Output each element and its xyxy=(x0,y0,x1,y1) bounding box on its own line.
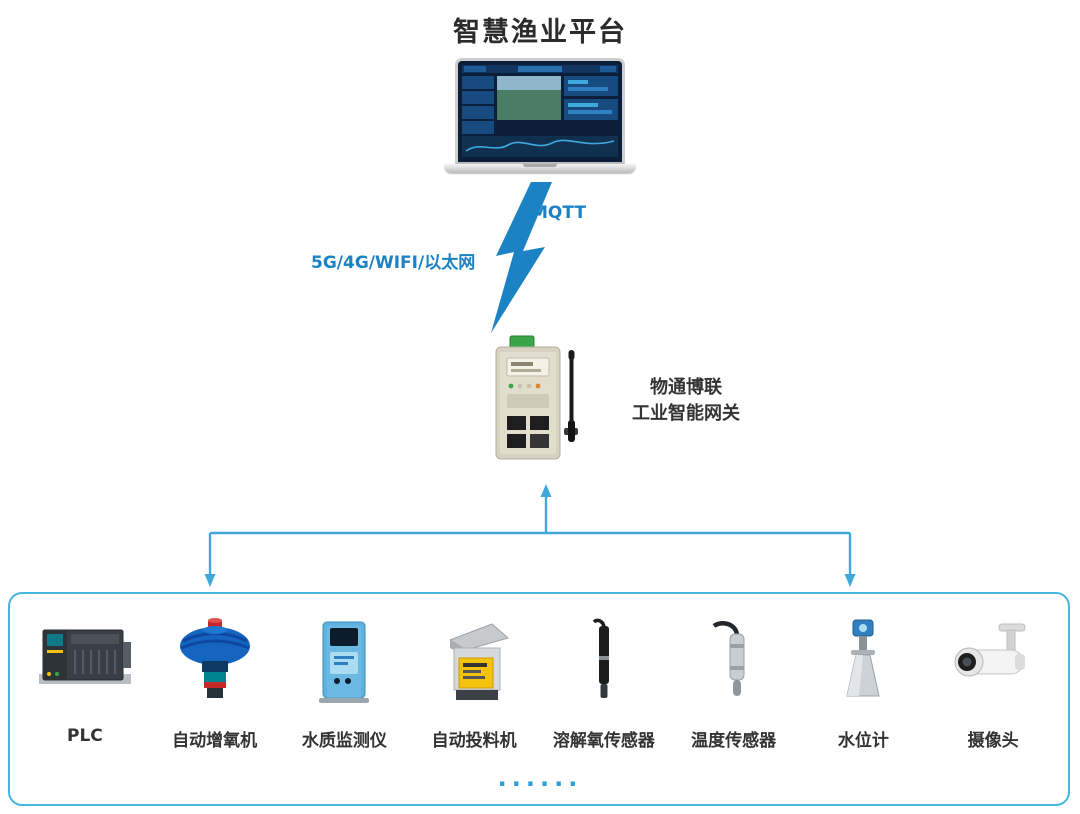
gateway-label-line1: 物通博联 xyxy=(650,377,722,398)
device-label: 温度传感器 xyxy=(691,731,777,751)
water-level-gauge-icon xyxy=(846,619,880,697)
device-item-auto-feeder: 自动投料机 xyxy=(412,608,536,751)
device-label: PLC xyxy=(66,726,103,746)
platform-laptop-image xyxy=(444,58,636,173)
device-item-camera: 摄像头 xyxy=(931,608,1055,751)
gateway-label: 物通博联 工业智能网关 xyxy=(596,375,776,427)
gateway-icon xyxy=(495,335,578,460)
aerator-icon xyxy=(179,618,250,698)
device-group-box: PLC 自动增氧机 xyxy=(8,592,1070,806)
temperature-sensor-icon xyxy=(712,621,745,696)
camera-icon xyxy=(954,623,1026,677)
page-title: 智慧渔业平台 xyxy=(453,17,627,48)
device-item-temperature-sensor: 温度传感器 xyxy=(672,608,796,751)
device-item-water-quality-monitor: 水质监测仪 xyxy=(282,608,406,751)
network-type-label: 5G/4G/WIFI/以太网 xyxy=(311,253,476,273)
device-item-dissolved-oxygen-sensor: 溶解氧传感器 xyxy=(542,608,666,751)
device-item-plc: PLC xyxy=(23,608,147,746)
dashboard-screenshot xyxy=(460,63,620,159)
device-label: 摄像头 xyxy=(967,731,1019,751)
device-item-water-level-gauge: 水位计 xyxy=(801,608,925,751)
device-label: 自动增氧机 xyxy=(172,731,258,751)
more-devices-ellipsis: ······ xyxy=(497,770,583,798)
gateway-label-line2: 工业智能网关 xyxy=(632,403,740,425)
device-label: 自动投料机 xyxy=(431,731,517,751)
plc-icon xyxy=(38,629,131,684)
device-label: 水质监测仪 xyxy=(301,731,387,751)
device-label: 溶解氧传感器 xyxy=(552,731,655,751)
mqtt-protocol-label: MQTT xyxy=(531,203,586,223)
water-quality-monitor-icon xyxy=(319,621,370,703)
dissolved-oxygen-sensor-icon xyxy=(592,618,609,698)
laptop-base xyxy=(444,164,636,173)
industrial-gateway-image xyxy=(480,332,592,474)
laptop-screen xyxy=(455,58,625,164)
device-label: 水位计 xyxy=(837,731,889,751)
device-item-aerator: 自动增氧机 xyxy=(153,608,277,751)
auto-feeder-icon xyxy=(449,623,510,700)
